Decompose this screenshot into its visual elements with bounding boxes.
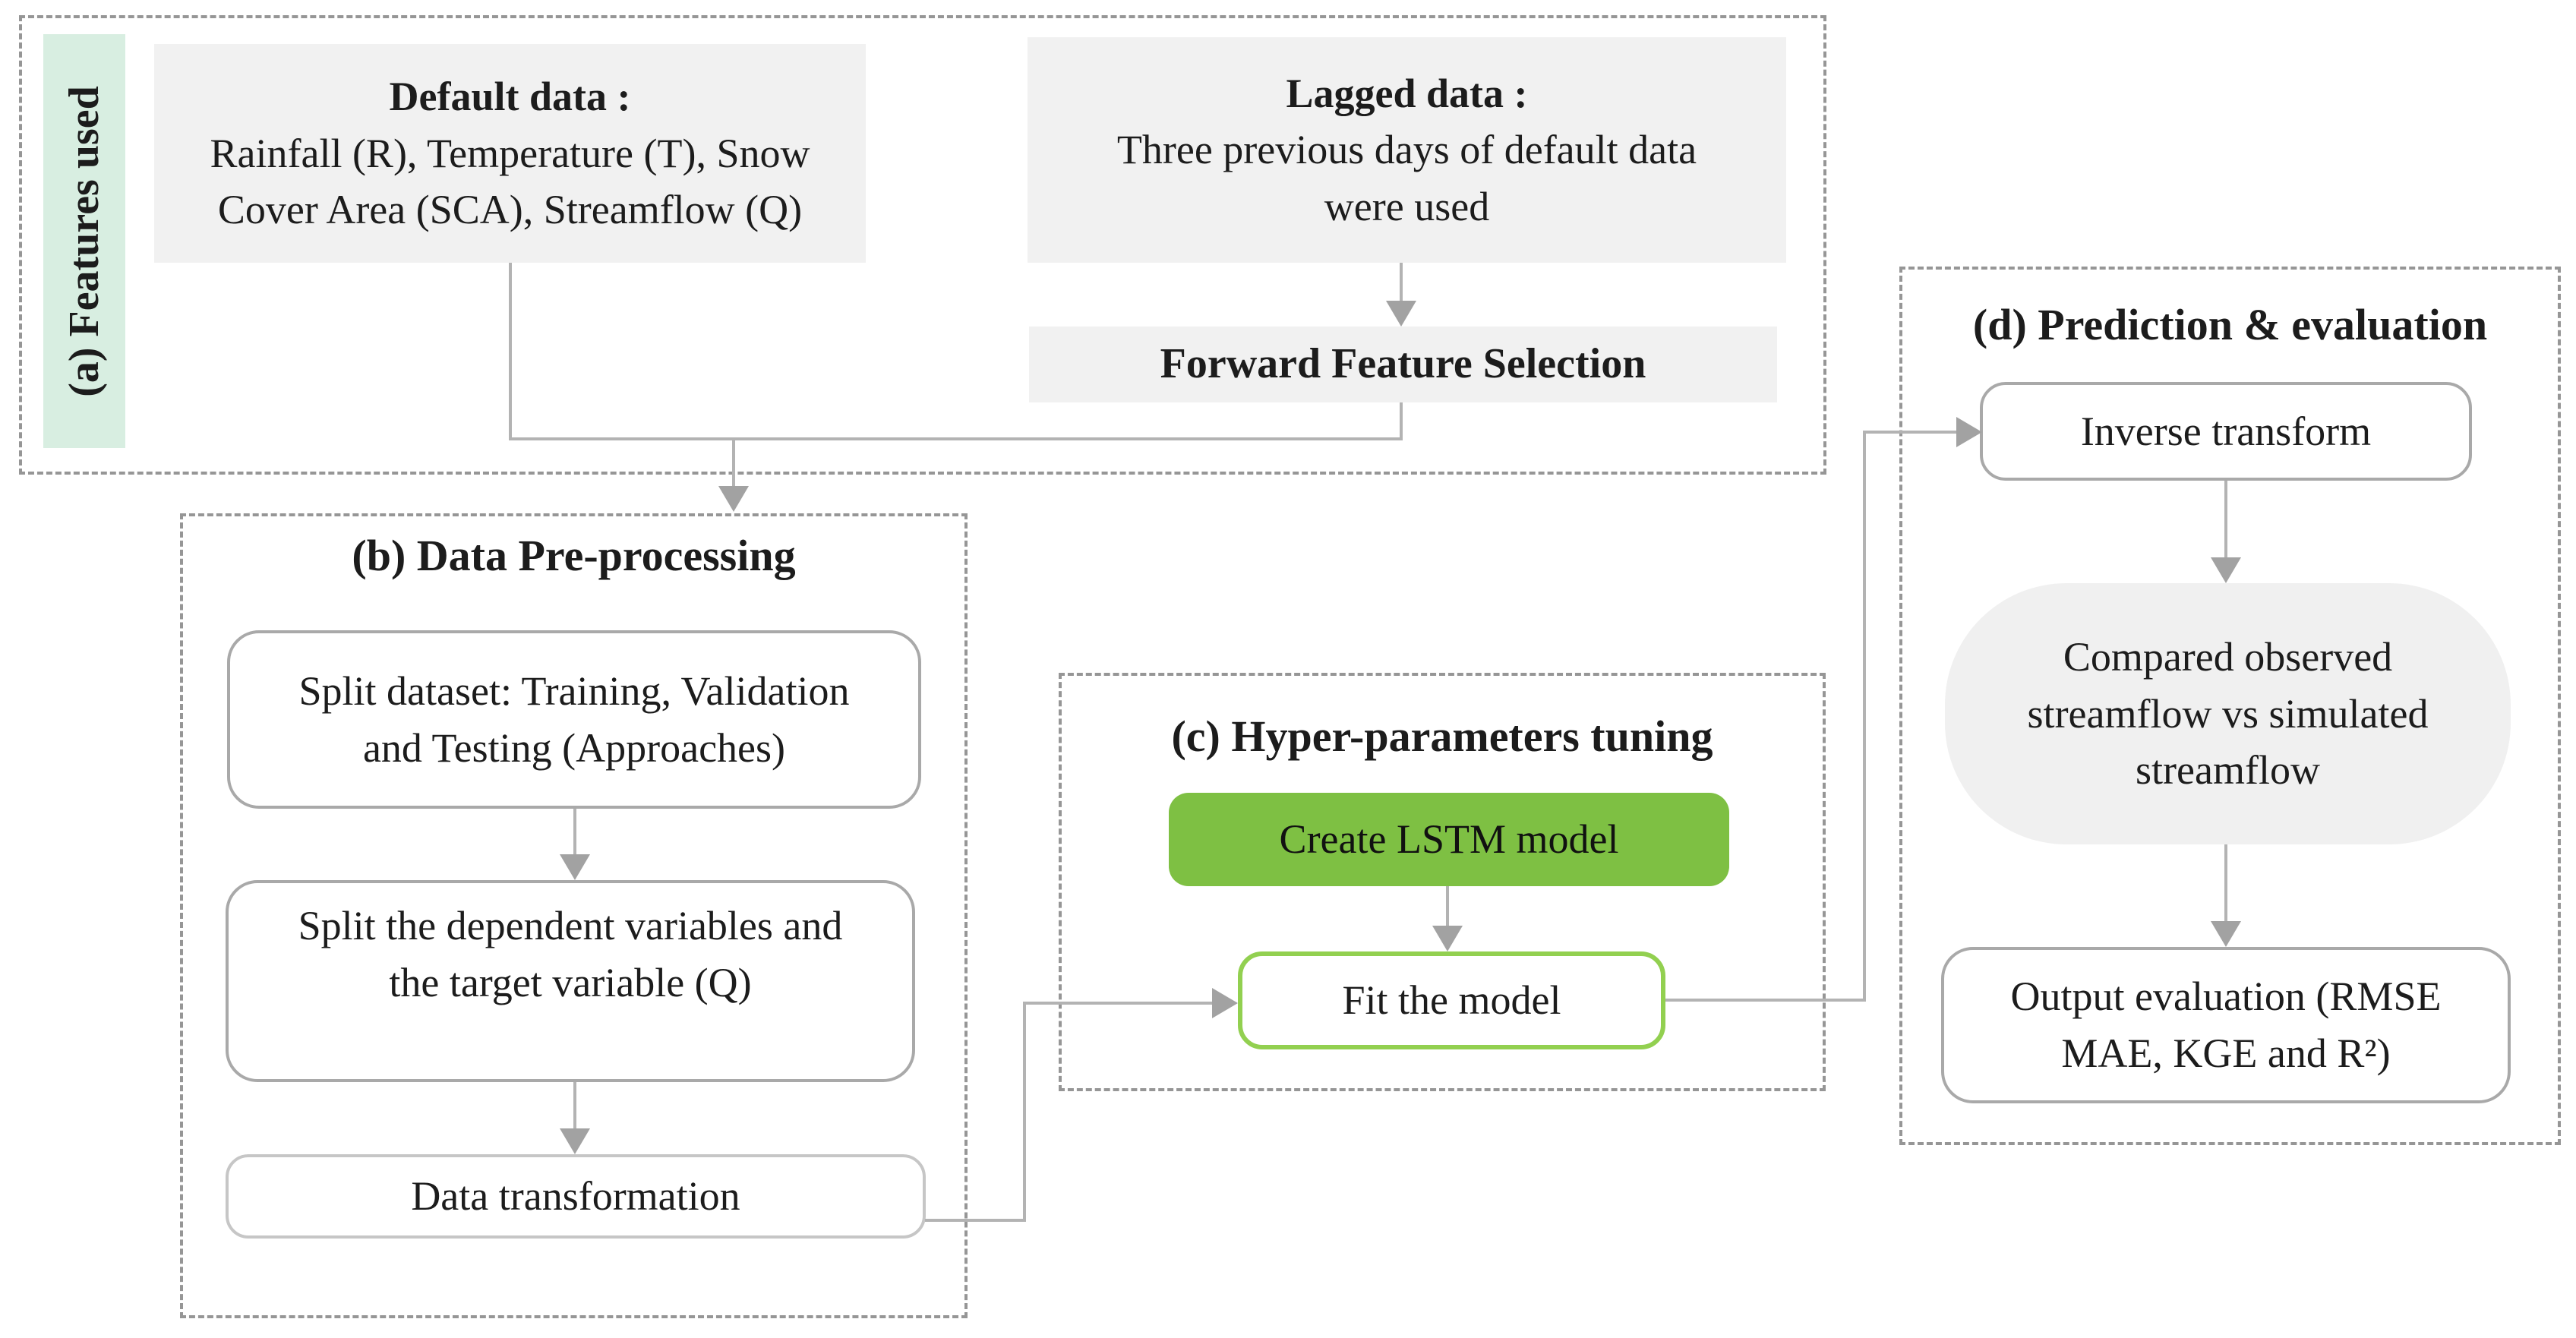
- output-evaluation-text: Output evaluation (RMSE MAE, KGE and R²): [2010, 974, 2442, 1076]
- arrowhead-create-fit: [1432, 926, 1463, 951]
- connector-transform-right: [925, 1219, 1026, 1222]
- section-d-panel: [1899, 267, 2561, 1145]
- connector-fit-right: [1665, 999, 1866, 1002]
- arrowhead-compare-output: [2211, 921, 2241, 947]
- arrowhead-into-inverse: [1956, 417, 1982, 447]
- forward-feature-selection-node: Forward Feature Selection: [1029, 327, 1777, 402]
- fit-model-node: Fit the model: [1238, 951, 1665, 1049]
- create-lstm-node: Create LSTM model: [1169, 793, 1729, 886]
- split-variables-node: Split the dependent variables and the ta…: [226, 880, 915, 1082]
- arrowhead-lagged-to-ffs: [1386, 301, 1416, 327]
- connector-fit-riser: [1863, 431, 1866, 1002]
- features-used-label-strip: (a) Features used: [43, 34, 125, 448]
- connector-default-down: [509, 263, 512, 440]
- compare-streamflow-text: Compared observed streamflow vs simulate…: [2027, 634, 2429, 794]
- connector-inverse-compare: [2224, 481, 2227, 559]
- lagged-data-heading: Lagged data :: [1286, 70, 1528, 116]
- arrowhead-into-section-b: [718, 486, 749, 512]
- connector-lagged-to-ffs: [1400, 263, 1403, 302]
- section-a-panel: [19, 15, 1826, 475]
- default-data-heading: Default data :: [389, 74, 631, 120]
- default-data-node: Default data : Rainfall (R), Temperature…: [154, 44, 866, 263]
- compare-streamflow-node: Compared observed streamflow vs simulate…: [1945, 583, 2511, 844]
- arrowhead-inverse-compare: [2211, 557, 2241, 583]
- default-data-body: Rainfall (R), Temperature (T), Snow Cove…: [210, 130, 810, 233]
- connector-create-fit: [1446, 886, 1449, 927]
- data-transformation-node: Data transformation: [226, 1154, 926, 1239]
- connector-box2-box3: [573, 1082, 576, 1130]
- output-evaluation-node: Output evaluation (RMSE MAE, KGE and R²): [1941, 947, 2511, 1103]
- connector-box1-box2: [573, 809, 576, 856]
- inverse-transform-node: Inverse transform: [1980, 382, 2472, 481]
- section-c-panel: [1059, 673, 1826, 1091]
- connector-ffs-down: [1400, 402, 1403, 440]
- split-dataset-node: Split dataset: Training, Validation and …: [227, 630, 921, 809]
- section-a-title: (a) Features used: [61, 85, 108, 397]
- connector-transform-riser: [1023, 1002, 1026, 1222]
- section-d-title: (d) Prediction & evaluation: [1972, 300, 2488, 349]
- connector-compare-output: [2224, 844, 2227, 923]
- section-b-panel: [180, 513, 968, 1318]
- connector-drop-to-b: [732, 437, 735, 488]
- arrowhead-box2-box3: [560, 1128, 590, 1154]
- section-c-title: (c) Hyper-parameters tuning: [1171, 712, 1713, 761]
- connector-transform-to-fit: [1023, 1002, 1214, 1005]
- connector-fit-to-inverse: [1863, 431, 1958, 434]
- section-b-title: (b) Data Pre-processing: [352, 531, 796, 580]
- arrowhead-box1-box2: [560, 854, 590, 880]
- lagged-data-body: Three previous days of default data were…: [1116, 127, 1697, 229]
- connector-merge-horizontal: [509, 437, 1403, 440]
- arrowhead-into-fit: [1212, 988, 1238, 1018]
- lagged-data-node: Lagged data : Three previous days of def…: [1028, 37, 1786, 263]
